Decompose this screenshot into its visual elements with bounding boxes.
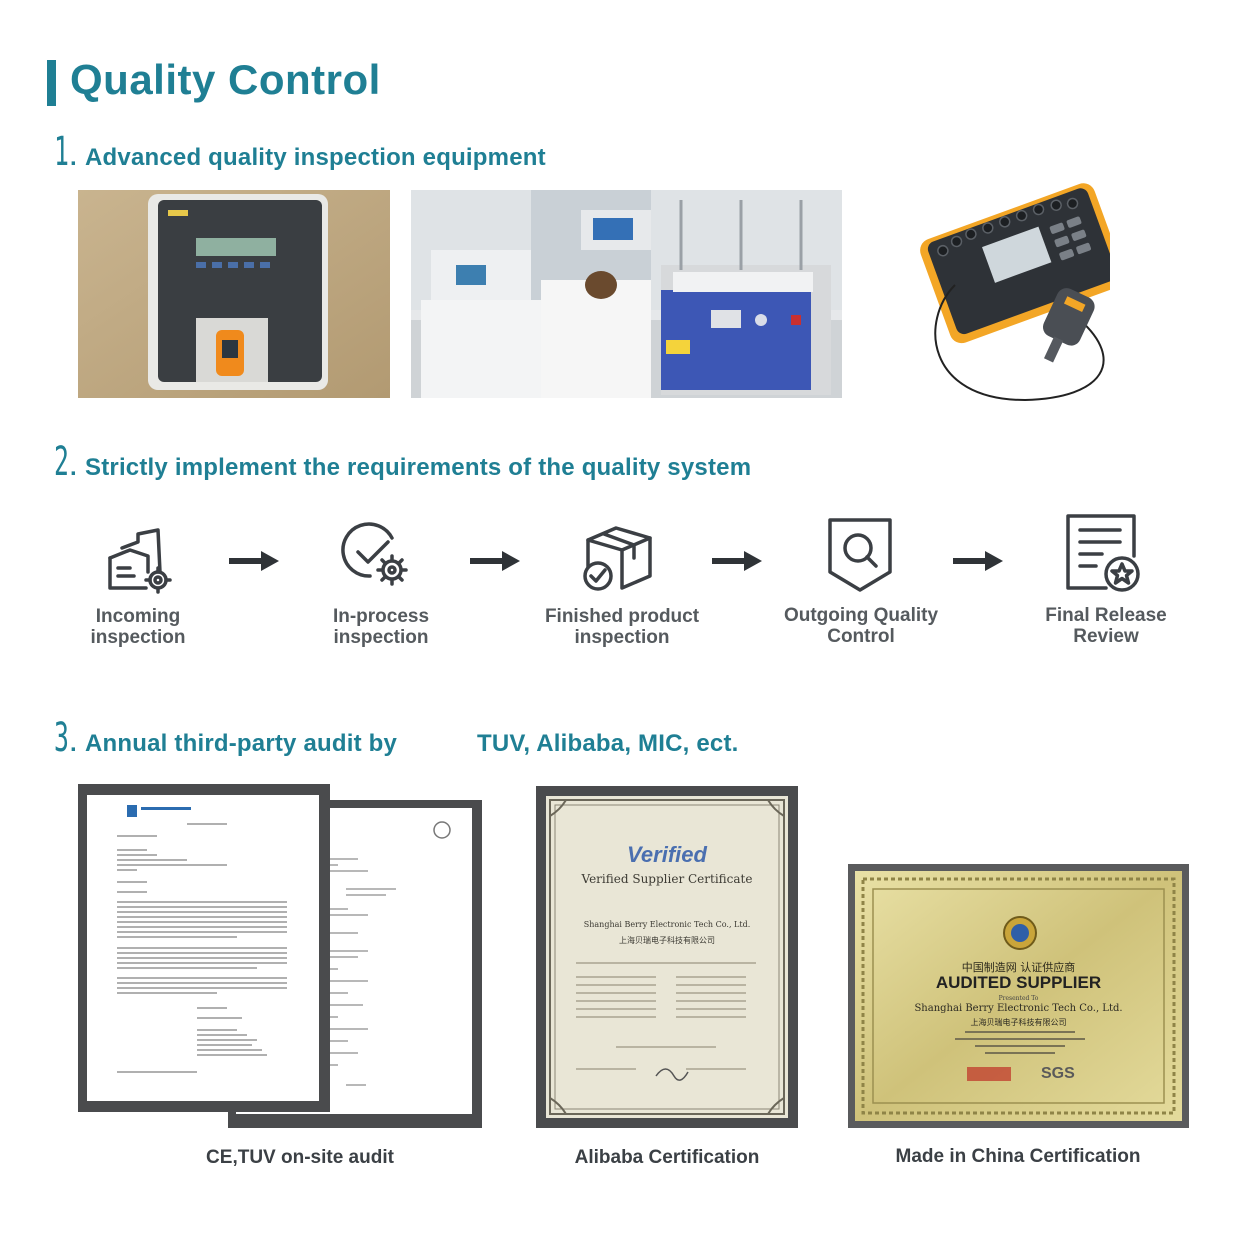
section-heading-text: Annual third-party audit by — [85, 730, 398, 757]
alibaba-certificate-paper: Verified Verified Supplier Certificate S… — [546, 796, 788, 1118]
section-number: 1 — [54, 129, 69, 175]
certificate-company: Shanghai Berry Electronic Tech Co., Ltd. — [583, 920, 751, 929]
in-process-inspection-icon — [340, 518, 420, 598]
arrow-right-icon — [953, 551, 1003, 571]
arrow-right-icon — [229, 551, 279, 571]
step-label: Outgoing Quality Control — [783, 605, 939, 647]
finished-product-icon — [580, 518, 660, 598]
page-title: Quality Control — [70, 56, 381, 103]
certificate-title: AUDITED SUPPLIER — [935, 973, 1102, 992]
made-in-china-certificate-frame: 中国制造网 认证供应商 AUDITED SUPPLIER Presented T… — [848, 864, 1189, 1128]
section-number: 3 — [54, 715, 69, 761]
certificate-caption: CE,TUV on-site audit — [206, 1147, 394, 1168]
certificate-presented: Presented To — [998, 995, 1039, 1002]
section-dot: . — [70, 730, 77, 757]
lab-testing-machines-photo — [411, 190, 842, 398]
section-number: 2 — [54, 439, 69, 485]
quality-process-flow: Incoming inspection In-process inspectio… — [0, 510, 1240, 660]
step-label: Finished product inspection — [544, 606, 700, 648]
final-release-icon — [1062, 512, 1142, 592]
section-heading-suffix: TUV, Alibaba, MIC, ect. — [477, 730, 739, 757]
step-label: In-process inspection — [332, 606, 430, 648]
certificate-company: Shanghai Berry Electronic Tech Co., Ltd. — [914, 1003, 1123, 1014]
incoming-inspection-icon — [100, 520, 180, 600]
alibaba-certificate-frame: Verified Verified Supplier Certificate S… — [536, 786, 798, 1128]
sgs-logo: SGS — [1041, 1065, 1075, 1082]
electrical-safety-analyzer-photo — [905, 170, 1110, 405]
step-label: Final Release Review — [1045, 605, 1167, 647]
certificate-title: Verified Supplier Certificate — [581, 872, 753, 886]
arrow-right-icon — [470, 551, 520, 571]
arrow-right-icon — [712, 551, 762, 571]
made-in-china-certificate-plaque: 中国制造网 认证供应商 AUDITED SUPPLIER Presented T… — [855, 871, 1182, 1121]
certificate-caption: Alibaba Certification — [574, 1147, 760, 1168]
title-accent-bar — [47, 60, 56, 106]
certificate-header-cn: 中国制造网 认证供应商 — [961, 961, 1076, 974]
step-label: Incoming inspection — [90, 606, 186, 648]
audit-documents-image — [78, 784, 482, 1128]
outgoing-quality-icon — [820, 514, 900, 594]
certificate-caption: Made in China Certification — [895, 1146, 1141, 1167]
section-heading-text: Advanced quality inspection equipment — [85, 144, 546, 171]
certificate-company-cn: 上海贝瑞电子科技有限公司 — [970, 1018, 1067, 1027]
section-heading-text: Strictly implement the requirements of t… — [85, 454, 752, 481]
certificate-company-cn: 上海贝瑞电子科技有限公司 — [619, 936, 715, 945]
document-page-front — [87, 795, 319, 1101]
section-dot: . — [70, 144, 77, 171]
section-dot: . — [70, 454, 77, 481]
verified-logo: Verified — [627, 842, 707, 867]
oximeter-tester-photo — [78, 190, 390, 398]
